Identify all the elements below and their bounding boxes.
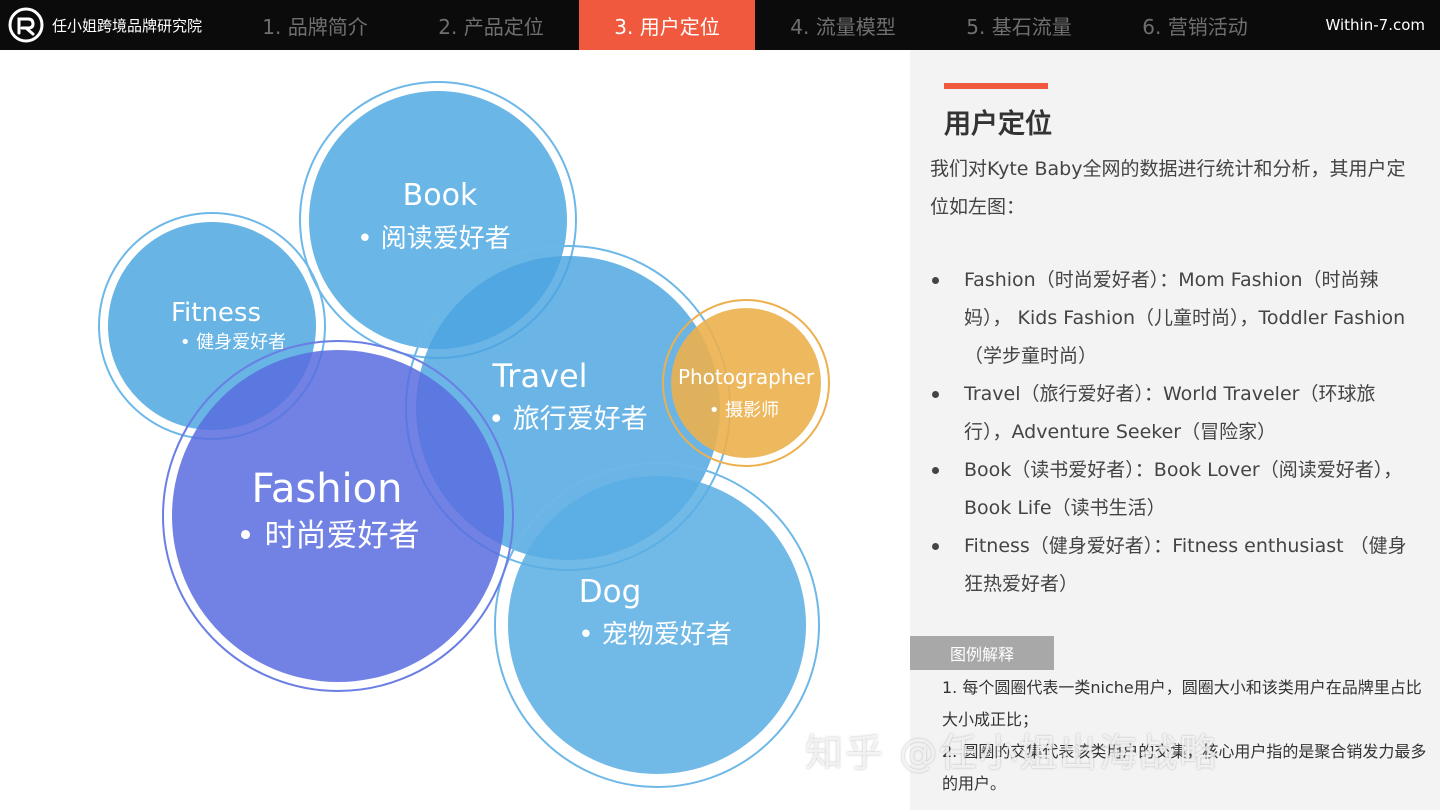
tab-brand-intro[interactable]: 1. 品牌简介 — [262, 14, 368, 39]
circle-dog: Dog • 宠物爱好者 — [494, 462, 820, 788]
panel-intro: 我们对Kyte Baby全网的数据进行统计和分析，其用户定位如左图： — [930, 158, 1406, 218]
circle-travel-title: Travel — [491, 357, 587, 395]
accent-bar — [944, 83, 1048, 89]
panel-title: 用户定位 — [944, 109, 1052, 140]
circle-dog-title: Dog — [579, 574, 642, 610]
tab-marketing-activities[interactable]: 6. 营销活动 — [1142, 14, 1248, 39]
list-item: Fashion（时尚爱好者）：Mom Fashion（时尚辣妈）， Kids F… — [930, 261, 1420, 375]
bubble-diagram-area: Fitness • 健身爱好者 Book • 阅读爱好者 Travel • 旅行… — [0, 50, 910, 810]
circle-fitness-subtitle: • 健身爱好者 — [180, 332, 286, 353]
circle-dog-subtitle: • 宠物爱好者 — [578, 620, 732, 650]
section-nav: 1. 品牌简介 2. 产品定位 3. 用户定位 4. 流量模型 5. 基石流量 … — [227, 0, 1283, 50]
top-bar: 任小姐跨境品牌研究院 1. 品牌简介 2. 产品定位 3. 用户定位 4. 流量… — [0, 0, 1440, 50]
circle-photographer-title: Photographer — [678, 365, 815, 389]
brand[interactable]: 任小姐跨境品牌研究院 — [8, 7, 202, 43]
tab-base-traffic[interactable]: 5. 基石流量 — [966, 14, 1072, 39]
segment-list: Fashion（时尚爱好者）：Mom Fashion（时尚辣妈）， Kids F… — [930, 261, 1420, 603]
circle-photographer: Photographer • 摄影师 — [662, 299, 830, 467]
bubble-diagram: Fitness • 健身爱好者 Book • 阅读爱好者 Travel • 旅行… — [98, 81, 830, 788]
list-item: Book（读书爱好者）：Book Lover（阅读爱好者），Book Life（… — [930, 451, 1420, 527]
legend-note: 1. 每个圆圈代表一类niche用户，圆圈大小和该类用户在品牌里占比大小成正比； — [942, 678, 1422, 729]
bullet-icon — [932, 467, 939, 474]
bullet-icon — [932, 277, 939, 284]
list-item: Fitness（健身爱好者）：Fitness enthusiast （健身狂热爱… — [930, 527, 1420, 603]
circle-fashion: Fashion • 时尚爱好者 — [162, 340, 514, 692]
circle-travel-subtitle: • 旅行爱好者 — [488, 404, 648, 435]
list-item-text: Fitness（健身爱好者）：Fitness enthusiast （健身狂热爱… — [964, 535, 1407, 595]
list-item: Travel（旅行爱好者）：World Traveler（环球旅行），Adven… — [930, 375, 1420, 451]
brand-logo-icon — [8, 7, 44, 43]
list-item-text: Travel（旅行爱好者）：World Traveler（环球旅行），Adven… — [964, 383, 1376, 443]
circle-photographer-subtitle: • 摄影师 — [709, 400, 779, 421]
legend-note: 2. 圆圈的交集代表该类用户的交集，核心用户指的是聚合销发力最多的用户。 — [942, 742, 1427, 793]
circle-fitness-title: Fitness — [171, 298, 261, 328]
list-item-text: Book（读书爱好者）：Book Lover（阅读爱好者），Book Life（… — [964, 459, 1403, 519]
site-link[interactable]: Within-7.com — [1325, 16, 1426, 34]
circle-fashion-title: Fashion — [252, 466, 403, 512]
list-item-text: Fashion（时尚爱好者）：Mom Fashion（时尚辣妈）， Kids F… — [964, 269, 1406, 367]
tab-user-positioning[interactable]: 3. 用户定位 — [579, 0, 755, 50]
tab-traffic-model[interactable]: 4. 流量模型 — [790, 14, 896, 39]
bullet-icon — [932, 543, 939, 550]
circle-book-title: Book — [403, 178, 478, 213]
legend-label: 图例解释 — [910, 636, 1054, 670]
watermark: 知乎 @任小姐出海战略 — [805, 731, 1220, 775]
tab-product-positioning[interactable]: 2. 产品定位 — [438, 14, 544, 39]
circle-fashion-subtitle: • 时尚爱好者 — [236, 518, 419, 554]
legend-notes: 1. 每个圆圈代表一类niche用户，圆圈大小和该类用户在品牌里占比大小成正比；… — [942, 672, 1428, 800]
bullet-icon — [932, 391, 939, 398]
description-panel: 用户定位 我们对Kyte Baby全网的数据进行统计和分析，其用户定位如左图： … — [910, 50, 1440, 810]
brand-name: 任小姐跨境品牌研究院 — [52, 16, 203, 35]
circle-book-subtitle: • 阅读爱好者 — [357, 224, 511, 254]
